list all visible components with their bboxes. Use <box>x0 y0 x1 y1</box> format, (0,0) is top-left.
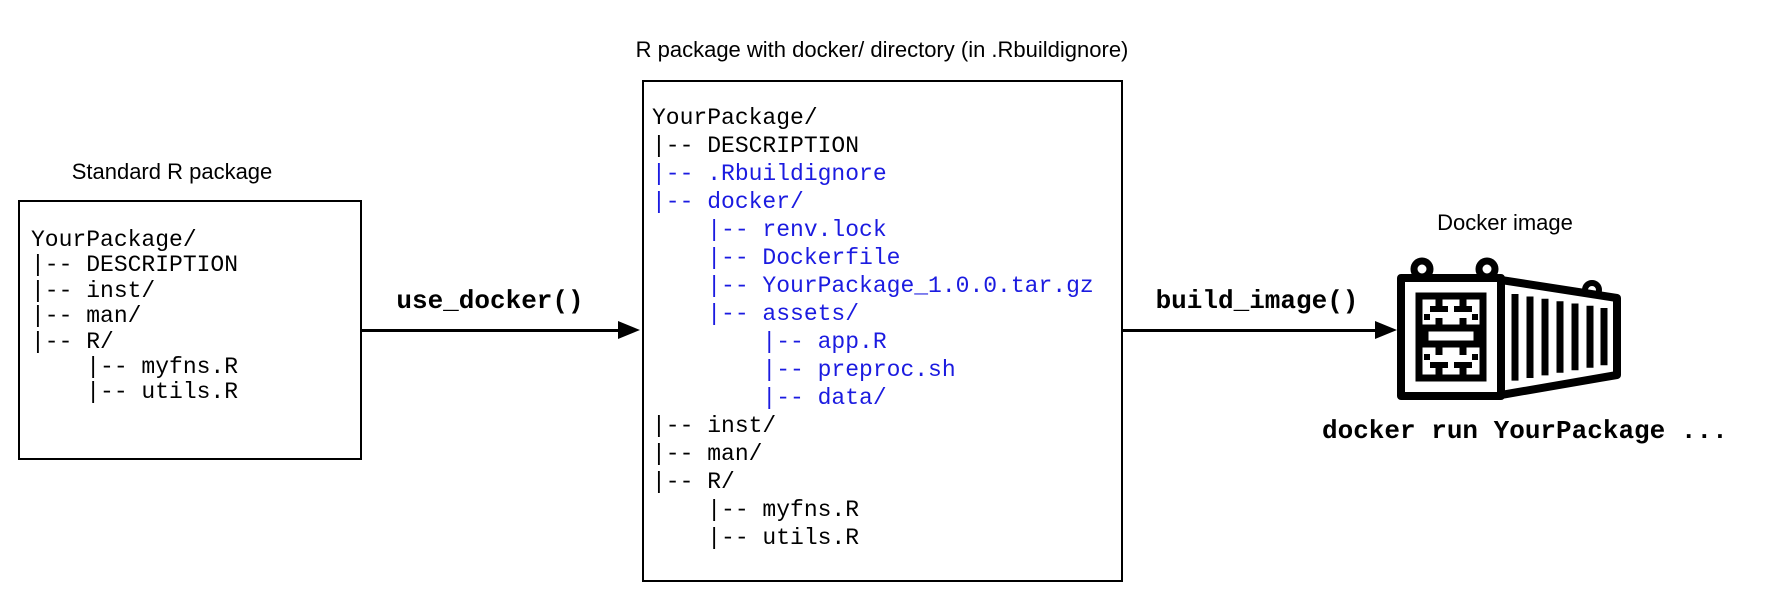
tree-line: |-- renv.lock <box>652 217 887 243</box>
tree-line: |-- DESCRIPTION <box>31 252 239 279</box>
build-image-label: build_image() <box>1155 286 1359 316</box>
tree-line: |-- preproc.sh <box>652 357 956 383</box>
tree-line: YourPackage/ <box>652 105 818 131</box>
tree-line: |-- utils.R <box>652 525 860 551</box>
tree-line: |-- assets/ <box>652 301 860 327</box>
docker-package-tree: YourPackage/|-- DESCRIPTION|-- .Rbuildig… <box>652 104 1094 412</box>
tree-line: |-- docker/ <box>652 189 804 215</box>
left-package-title: Standard R package <box>71 159 273 184</box>
tree-line: |-- YourPackage_1.0.0.tar.gz <box>652 273 1094 299</box>
tree-line: YourPackage/ <box>31 227 197 253</box>
tree-line: |-- man/ <box>31 303 142 330</box>
tree-line: |-- app.R <box>652 329 887 355</box>
tree-line: |-- R/ <box>31 328 114 355</box>
tree-line: |-- Dockerfile <box>652 245 901 271</box>
tree-line: |-- inst/ <box>31 277 156 304</box>
arrow-head-icon <box>1375 321 1397 339</box>
use-docker-label: use_docker() <box>396 286 584 316</box>
tree-line: |-- utils.R <box>31 379 239 406</box>
tree-line: |-- DESCRIPTION <box>652 133 860 159</box>
left-package-tree: YourPackage/|-- DESCRIPTION|-- inst/|-- … <box>31 227 239 406</box>
tree-line: |-- myfns.R <box>31 354 239 381</box>
docker-container-icon <box>1395 252 1625 402</box>
tree-line: |-- man/ <box>652 441 763 467</box>
docker-package-title: R package with docker/ directory (in .Rb… <box>635 37 1129 62</box>
tree-line: |-- R/ <box>652 469 735 495</box>
docker-package-tree-after: |-- inst/|-- man/|-- R/ |-- myfns.R |-- … <box>652 412 859 552</box>
arrow-shaft <box>362 329 620 332</box>
arrow-head-icon <box>618 321 640 339</box>
left-package-box <box>18 200 362 460</box>
tree-line: |-- data/ <box>652 385 887 411</box>
docker-package-box <box>642 80 1123 582</box>
tree-line: |-- .Rbuildignore <box>652 161 887 187</box>
tree-line: |-- inst/ <box>652 413 777 439</box>
tree-line: |-- myfns.R <box>652 497 860 523</box>
docker-image-title: Docker image <box>1437 210 1573 235</box>
docker-run-caption: docker run YourPackage ... <box>1322 416 1728 446</box>
arrow-shaft <box>1123 329 1377 332</box>
